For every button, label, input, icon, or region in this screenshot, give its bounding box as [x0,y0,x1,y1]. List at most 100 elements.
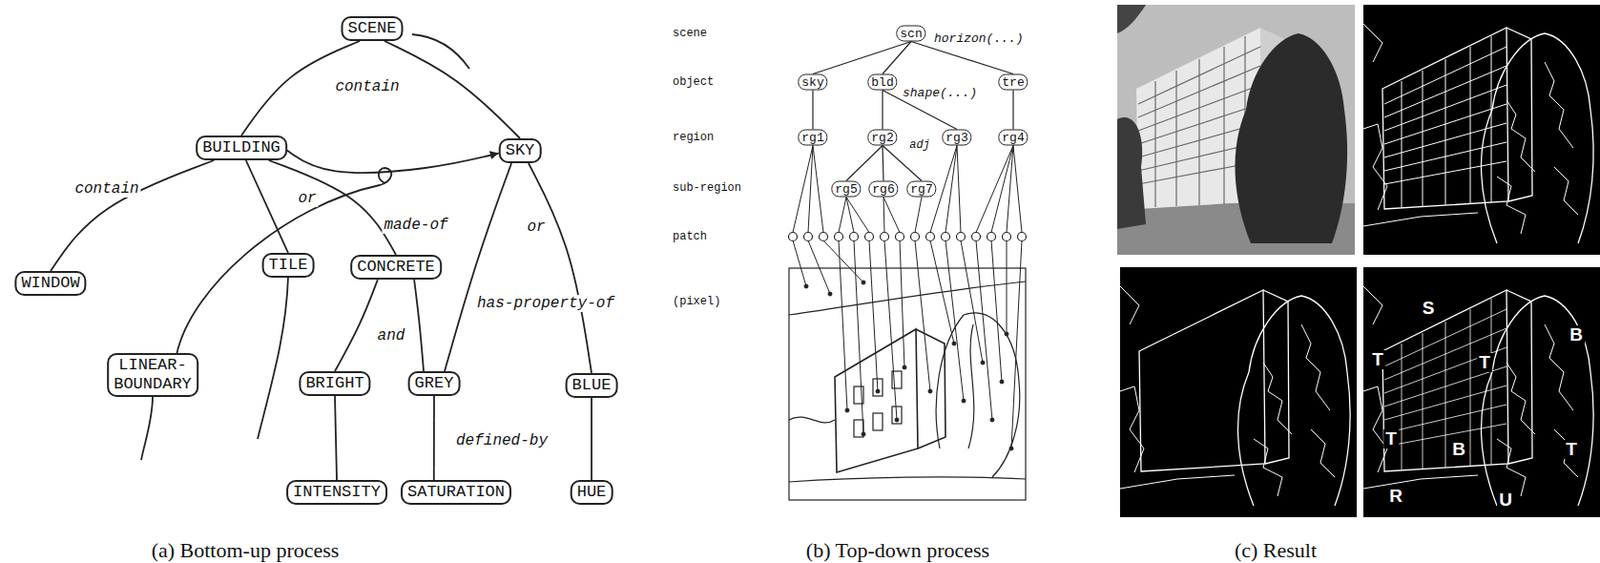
concept-node: BUILDING [195,135,288,161]
concept-node: GREY [408,371,461,396]
connector-line [287,150,499,173]
row-label: sub-region [672,181,742,195]
panel-caption: (b) Top-down process [806,538,990,563]
edge-label: has-property-of [475,294,617,312]
edge-label: or [295,189,318,208]
tree-node: sky [797,74,828,91]
concept-node: CONCRETE [350,254,442,280]
node-text: rg1 [801,130,824,146]
region-letter: B [1450,439,1468,459]
tree-node: rg7 [906,181,936,198]
fan-line [945,145,957,233]
concept-node: BRIGHT [298,371,371,396]
fan-line [812,145,824,233]
connector-line [1012,90,1014,130]
annotation: shape(...) [902,85,977,101]
edge-label: and [375,327,408,345]
fan-line [883,197,885,233]
region-letter: T [1383,429,1399,449]
node-text: rg4 [1001,130,1024,146]
tree-node: rg4 [997,129,1028,146]
connector-line [811,90,813,130]
fan-line [846,197,870,233]
connector-line [384,41,520,139]
tree-node: rg1 [797,129,828,146]
tree-node: tre [997,74,1028,91]
connector-line [269,160,396,255]
tree-node: bld [867,74,897,91]
concept-node: TILE [262,252,315,278]
node-text: TILE [269,255,309,275]
photo [1117,4,1355,255]
row-label: region [672,130,714,145]
region-letter: S [1420,298,1437,318]
node-text: rg6 [872,182,894,197]
tree-node: rg6 [868,181,898,198]
node-text: HUE [577,482,607,502]
region-letter: U [1496,490,1515,510]
connector-line [812,41,912,75]
node-text: rg7 [910,182,933,197]
pixel-image [789,268,1026,500]
edge-label: contain [332,78,401,96]
node-text: rg2 [871,130,894,146]
connector-line [528,163,592,374]
node-text: scn [899,26,922,42]
edge-label: contain [72,180,141,198]
node-text: tre [1001,75,1024,90]
fan-line [976,145,1014,233]
row-label: scene [672,26,707,41]
region-letter: B [1567,325,1585,345]
region-letter: R [1387,486,1405,506]
node-text: SKY [505,141,536,161]
concept-node: LINEAR- BOUNDARY [106,353,199,397]
patch-circle [789,232,1027,242]
node-text: GREY [415,374,455,394]
fan-line [956,145,961,233]
node-text: WINDOW [20,273,80,293]
fan-line [792,145,813,233]
connector-line [246,160,289,253]
connector-line [882,41,912,75]
edge-label: made-of [381,216,450,234]
node-text: BUILDING [202,138,281,158]
fan-line [883,197,900,233]
node-text: SCENE [347,19,396,39]
concept-node: SKY [498,138,542,164]
tree-node: scn [895,25,926,42]
node-text: SATURATION [407,482,505,502]
region-letter: T [1370,350,1386,370]
connector-line [334,395,337,480]
concept-node: SATURATION [400,479,512,505]
tree-node: rg2 [867,129,897,146]
node-text: BLUE [572,375,612,395]
connector-line [846,145,883,182]
concept-node: BLUE [565,373,619,398]
node-text: bld [871,75,894,90]
connector-line [50,160,214,271]
concept-node: INTENSITY [286,479,388,505]
region-image [1120,267,1357,518]
panel-caption: (a) Bottom-up process [151,538,340,563]
region-letter: T [1563,439,1580,459]
panel-caption: (c) Result [1234,538,1317,563]
connector-line [334,279,378,372]
node-text: sky [801,75,824,90]
row-label: patch [672,229,707,244]
edge-label: or [524,218,547,236]
annotation: horizon(...) [934,31,1024,46]
node-text: rg3 [945,130,968,146]
node-text: LINEAR- BOUNDARY [113,355,192,395]
fan-line [808,145,813,233]
patch-wire [792,240,1022,451]
connector-line [881,90,883,130]
node-text: CONCRETE [356,257,436,277]
edge-image [1363,4,1600,255]
annotation: adj [908,138,932,152]
concept-node: HUE [570,479,614,505]
node-text: INTENSITY [292,482,381,502]
connector-line [414,279,424,372]
connector-line [911,41,1014,75]
fan-line [914,197,922,233]
connector-line [433,395,436,480]
